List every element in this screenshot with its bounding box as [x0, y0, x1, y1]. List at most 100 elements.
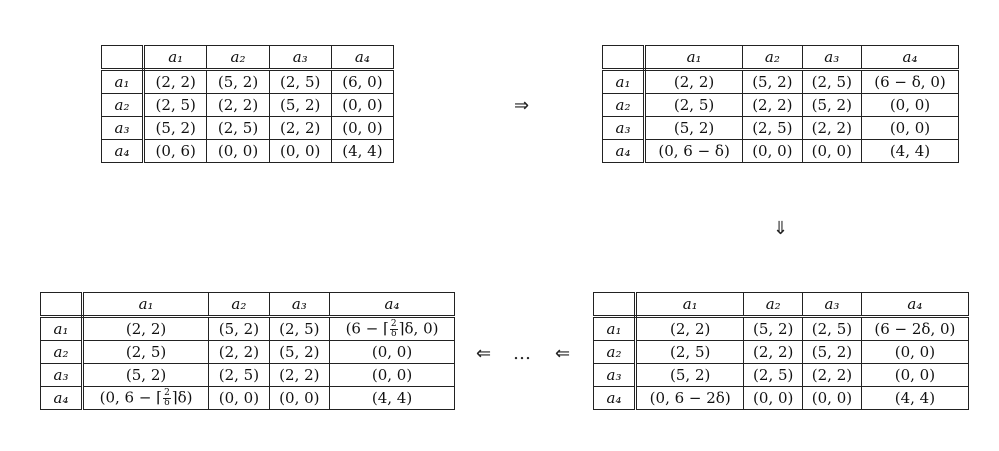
table-header-row: a₁ a₂ a₃ a₄: [602, 45, 959, 71]
table-row: a₄ (0, 6 − 2δ) (0, 0) (0, 0) (4, 4): [593, 386, 970, 410]
payoff-cell: (5, 2): [142, 116, 208, 140]
table-header-row: a₁ a₂ a₃ a₄: [40, 292, 455, 318]
payoff-cell: (0, 0): [208, 386, 270, 410]
payoff-cell: (2, 2): [801, 116, 863, 140]
col-header: a₄: [329, 292, 455, 318]
payoff-cell: (2, 2): [142, 69, 208, 94]
row-header: a₃: [40, 363, 84, 387]
table-row: a₁ (2, 2) (5, 2) (2, 5) (6 − δ, 0): [602, 69, 959, 94]
payoff-table-1: a₁ a₂ a₃ a₄ a₁ (2, 2) (5, 2) (2, 5) (6, …: [101, 45, 395, 163]
table-row: a₃ (5, 2) (2, 5) (2, 2) (0, 0): [602, 116, 959, 140]
payoff-cell: (5, 2): [268, 340, 331, 364]
col-header: a₄: [860, 292, 970, 318]
payoff-cell: (0, 0): [860, 363, 970, 387]
payoff-cell: (2, 2): [268, 363, 331, 387]
payoff-cell: (2, 5): [268, 69, 332, 94]
payoff-cell: (0, 6 − 2δ): [634, 386, 745, 410]
row-header: a₁: [40, 316, 84, 341]
payoff-cell: (5, 2): [743, 316, 804, 341]
table-row: a₂ (2, 5) (2, 2) (5, 2) (0, 0): [602, 93, 959, 117]
payoff-cell: (5, 2): [81, 363, 210, 387]
payoff-cell: (2, 2): [634, 316, 745, 341]
col-header: a₄: [330, 45, 395, 71]
col-header: a₃: [802, 292, 862, 318]
table-row: a₂ (2, 5) (2, 2) (5, 2) (0, 0): [40, 340, 455, 364]
col-header: a₂: [208, 292, 270, 318]
right-arrow: ⇒: [514, 95, 530, 116]
payoff-cell: (6 − 2δ, 0): [860, 316, 970, 341]
payoff-cell: (6, 0): [330, 69, 395, 94]
corner-cell: [602, 45, 646, 71]
table-row: a₁ (2, 2) (5, 2) (2, 5) (6, 0): [101, 69, 395, 94]
payoff-cell: (0, 0): [329, 363, 455, 387]
table-row: a₃ (5, 2) (2, 5) (2, 2) (0, 0): [101, 116, 395, 140]
payoff-cell: (0, 0): [743, 386, 804, 410]
corner-cell: [40, 292, 84, 318]
table-row: a₃ (5, 2) (2, 5) (2, 2) (0, 0): [40, 363, 455, 387]
payoff-cell: (2, 2): [81, 316, 210, 341]
table-header-row: a₁ a₂ a₃ a₄: [593, 292, 970, 318]
payoff-cell: (0, 0): [861, 93, 959, 117]
table-row: a₂ (2, 5) (2, 2) (5, 2) (0, 0): [101, 93, 395, 117]
corner-cell: [101, 45, 145, 71]
payoff-cell: (2, 5): [81, 340, 210, 364]
payoff-cell: (0, 6): [142, 139, 208, 163]
left-arrow: ⇐: [476, 343, 492, 364]
col-header: a₂: [742, 45, 803, 71]
payoff-cell: (2, 2): [643, 69, 744, 94]
col-header: a₂: [206, 45, 270, 71]
table-row: a₁ (2, 2) (5, 2) (2, 5) (6 − 2δ, 0): [593, 316, 970, 341]
payoff-cell: (2, 5): [742, 116, 803, 140]
payoff-cell: (0, 0): [268, 139, 332, 163]
col-header: a₁: [634, 292, 745, 318]
row-header: a₄: [40, 386, 84, 410]
payoff-cell: (2, 5): [743, 363, 804, 387]
payoff-cell: (5, 2): [742, 69, 803, 94]
payoff-cell: (2, 5): [802, 316, 862, 341]
payoff-cell: (4, 4): [861, 139, 959, 163]
row-header: a₂: [40, 340, 84, 364]
payoff-cell: (2, 5): [208, 363, 270, 387]
payoff-cell: (2, 2): [268, 116, 332, 140]
down-arrow: ⇓: [773, 218, 789, 239]
col-header: a₂: [743, 292, 804, 318]
payoff-cell: (5, 2): [206, 69, 270, 94]
payoff-cell: (4, 4): [330, 139, 395, 163]
payoff-cell: (2, 5): [206, 116, 270, 140]
payoff-table-3: a₁ a₂ a₃ a₄ a₁ (2, 2) (5, 2) (2, 5) (6 −…: [593, 292, 970, 410]
col-header: a₁: [142, 45, 208, 71]
payoff-cell: (2, 5): [634, 340, 745, 364]
payoff-cell: (2, 2): [208, 340, 270, 364]
row-header: a₄: [101, 139, 145, 163]
table-header-row: a₁ a₂ a₃ a₄: [101, 45, 395, 71]
payoff-cell: (2, 5): [268, 316, 331, 341]
payoff-table-4: a₁ a₂ a₃ a₄ a₁ (2, 2) (5, 2) (2, 5) (6 −…: [40, 292, 455, 410]
col-header: a₁: [81, 292, 210, 318]
payoff-cell: (0, 0): [329, 340, 455, 364]
col-header: a₃: [268, 292, 331, 318]
payoff-cell: (2, 2): [802, 363, 862, 387]
row-header: a₂: [593, 340, 637, 364]
table-row: a₂ (2, 5) (2, 2) (5, 2) (0, 0): [593, 340, 970, 364]
payoff-cell: (2, 2): [206, 93, 270, 117]
payoff-cell: (5, 2): [208, 316, 270, 341]
payoff-cell: (0, 0): [330, 116, 395, 140]
payoff-cell: (4, 4): [860, 386, 970, 410]
payoff-cell: (6 − δ, 0): [861, 69, 959, 94]
payoff-cell: (5, 2): [634, 363, 745, 387]
row-header: a₄: [602, 139, 646, 163]
col-header: a₁: [643, 45, 744, 71]
payoff-cell: (2, 2): [742, 93, 803, 117]
table-row: a₄ (0, 6 − δ) (0, 0) (0, 0) (4, 4): [602, 139, 959, 163]
payoff-cell: (0, 0): [802, 386, 862, 410]
payoff-cell: (5, 2): [801, 93, 863, 117]
payoff-cell: (2, 2): [743, 340, 804, 364]
payoff-cell: (0, 0): [742, 139, 803, 163]
payoff-cell: (2, 5): [643, 93, 744, 117]
